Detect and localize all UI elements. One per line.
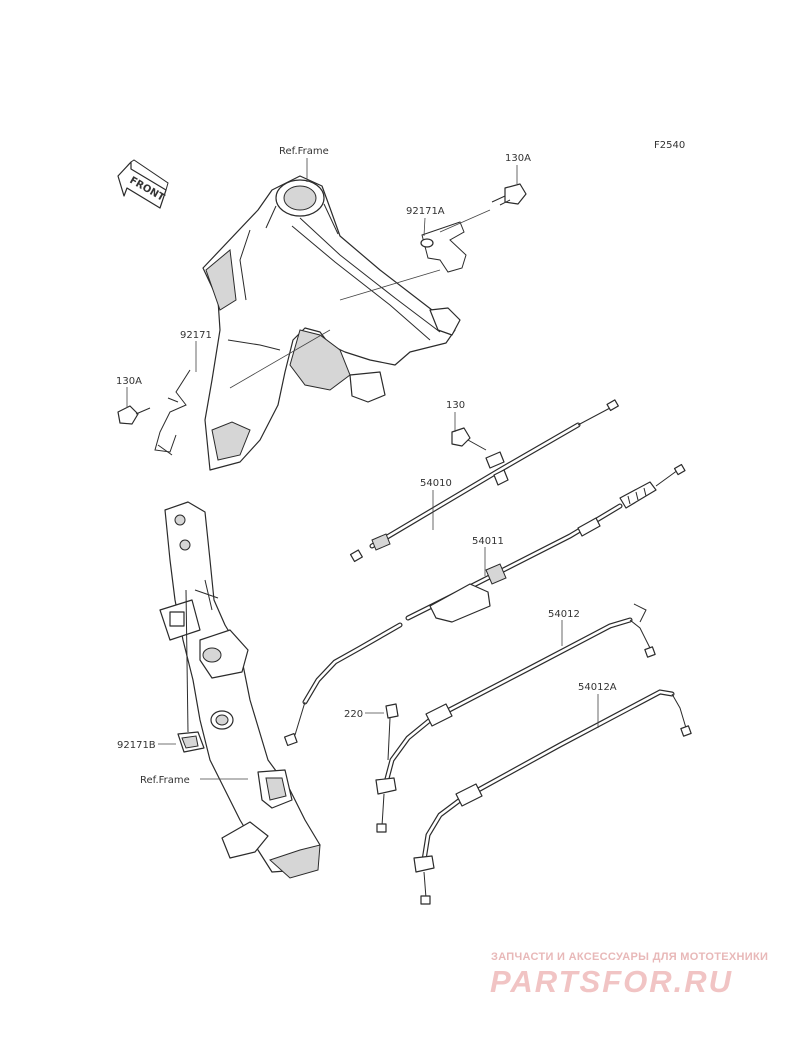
label-130: 130 <box>446 400 465 411</box>
label-130A-left: 130A <box>116 376 142 387</box>
bolt-130A-top <box>491 183 527 206</box>
bolt-130 <box>451 427 487 451</box>
cable-54012A <box>413 689 692 905</box>
label-54012: 54012 <box>548 609 580 620</box>
label-ref-frame-bottom: Ref.Frame <box>140 775 190 786</box>
diagram-code: F2540 <box>654 140 686 151</box>
watermark-tagline: ЗАПЧАСТИ И АКСЕССУАРЫ ДЛЯ МОТОТЕХНИКИ <box>491 951 769 963</box>
upper-frame <box>202 175 461 471</box>
label-54010: 54010 <box>420 478 452 489</box>
bolt-130A-left <box>117 405 151 425</box>
cable-54011 <box>283 463 686 747</box>
leader-lines <box>126 158 599 780</box>
label-130A-top: 130A <box>505 153 531 164</box>
lower-frame <box>159 501 321 879</box>
front-arrow-icon: FRONT <box>117 159 169 209</box>
label-54011: 54011 <box>472 536 504 547</box>
label-54012A: 54012A <box>578 682 617 693</box>
wire-clamp-92171A <box>420 221 467 273</box>
label-92171A: 92171A <box>406 206 445 217</box>
label-ref-frame-top: Ref.Frame <box>279 146 329 157</box>
wire-clamp-92171 <box>154 369 191 456</box>
cable-54010 <box>349 399 619 563</box>
label-220: 220 <box>344 709 363 720</box>
cable-54012 <box>375 603 656 833</box>
watermark-brand: PARTSFOR.RU <box>490 964 734 999</box>
clamp-92171B <box>177 589 205 753</box>
label-92171B: 92171B <box>117 740 156 751</box>
label-92171: 92171 <box>180 330 212 341</box>
